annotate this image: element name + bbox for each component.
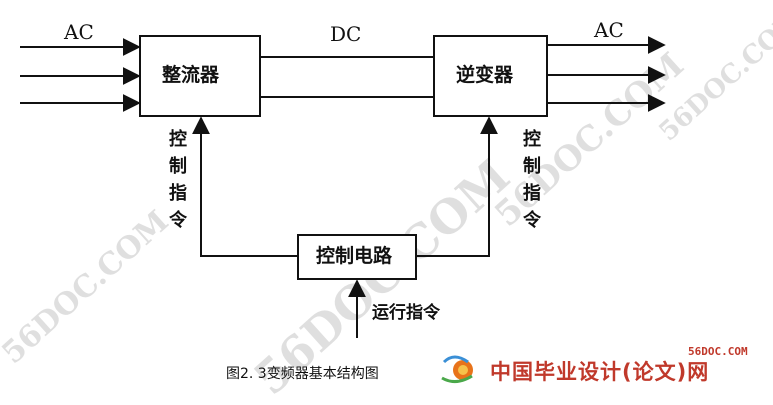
output-ac-label: AC	[594, 18, 624, 42]
site-badge: 56DOC.COM	[688, 345, 748, 358]
rectifier-label: 整流器	[162, 64, 220, 86]
inverter-box	[433, 35, 548, 117]
right-command-label: 控制指令	[523, 129, 541, 231]
rectifier-box	[139, 35, 261, 117]
site-logo-text: 中国毕业设计(论文)网	[490, 360, 710, 384]
run-command-label: 运行指令	[372, 303, 440, 323]
inverter-label: 逆变器	[456, 64, 514, 86]
figure-caption: 图2. 3变频器基本结构图	[226, 366, 379, 382]
control-circuit-label: 控制电路	[316, 245, 393, 267]
left-command-label: 控制指令	[169, 129, 187, 231]
logo-icon	[441, 355, 473, 383]
control-path-left	[192, 116, 298, 257]
control-path-right	[416, 116, 498, 257]
dc-label: DC	[330, 22, 362, 46]
input-ac-label: AC	[64, 20, 94, 44]
